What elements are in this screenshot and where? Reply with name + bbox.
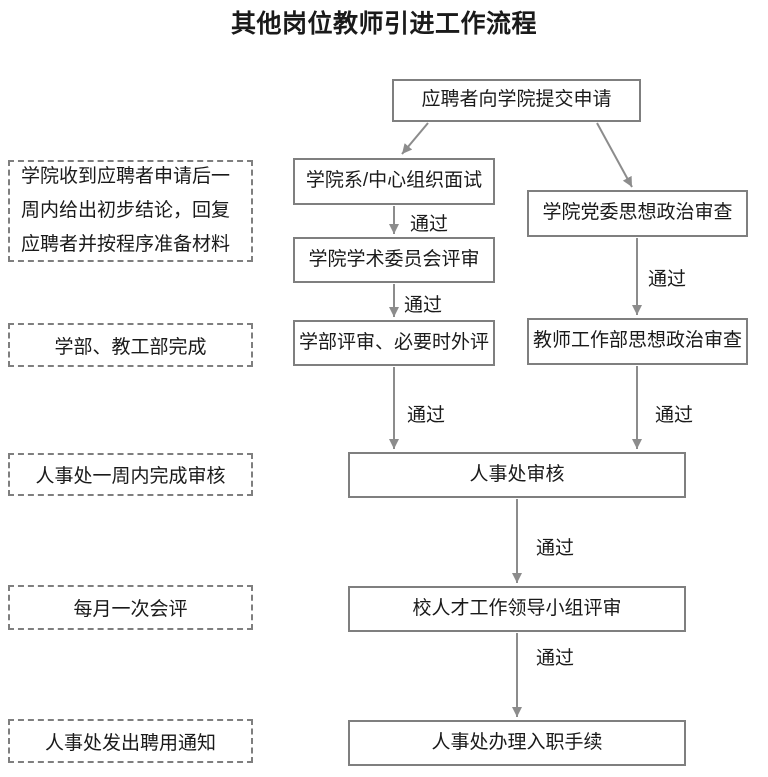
note-hr-one-week-review: 人事处一周内完成审核 xyxy=(8,453,253,496)
edge-label-pass-hr: 通过 xyxy=(536,538,575,559)
node-teacher-dept-review: 教师工作部思想政治审查 xyxy=(527,318,748,365)
node-talent-group-review: 校人才工作领导小组评审 xyxy=(348,586,686,632)
note-faculty-staff-dept-complete: 学部、教工部完成 xyxy=(8,323,253,367)
edge-label-pass-academic: 通过 xyxy=(404,295,443,316)
arrow-start-to-party-review xyxy=(596,122,633,188)
edge-label-pass-party: 通过 xyxy=(648,269,687,290)
note-college-preliminary-conclusion: 学院收到应聘者申请后一周内给出初步结论，回复应聘者并按程序准备材料 xyxy=(8,160,253,262)
note-monthly-joint-review: 每月一次会评 xyxy=(8,585,253,630)
edge-label-pass-teacher-dept: 通过 xyxy=(655,405,694,426)
note-hr-employment-notice: 人事处发出聘用通知 xyxy=(8,719,253,763)
edge-label-pass-talent-group: 通过 xyxy=(536,648,575,669)
node-submit-application: 应聘者向学院提交申请 xyxy=(392,79,641,122)
edge-label-pass-faculty: 通过 xyxy=(407,405,446,426)
node-hr-review: 人事处审核 xyxy=(348,452,686,498)
page-title: 其他岗位教师引进工作流程 xyxy=(230,10,537,38)
node-department-interview: 学院系/中心组织面试 xyxy=(293,158,495,205)
node-onboarding: 人事处办理入职手续 xyxy=(348,720,686,766)
edge-label-pass-interview: 通过 xyxy=(410,214,449,235)
arrow-start-to-interview xyxy=(401,122,429,155)
node-party-committee-review: 学院党委思想政治审查 xyxy=(527,190,748,237)
node-academic-committee-review: 学院学术委员会评审 xyxy=(293,237,495,283)
node-faculty-review: 学部评审、必要时外评 xyxy=(293,320,495,366)
